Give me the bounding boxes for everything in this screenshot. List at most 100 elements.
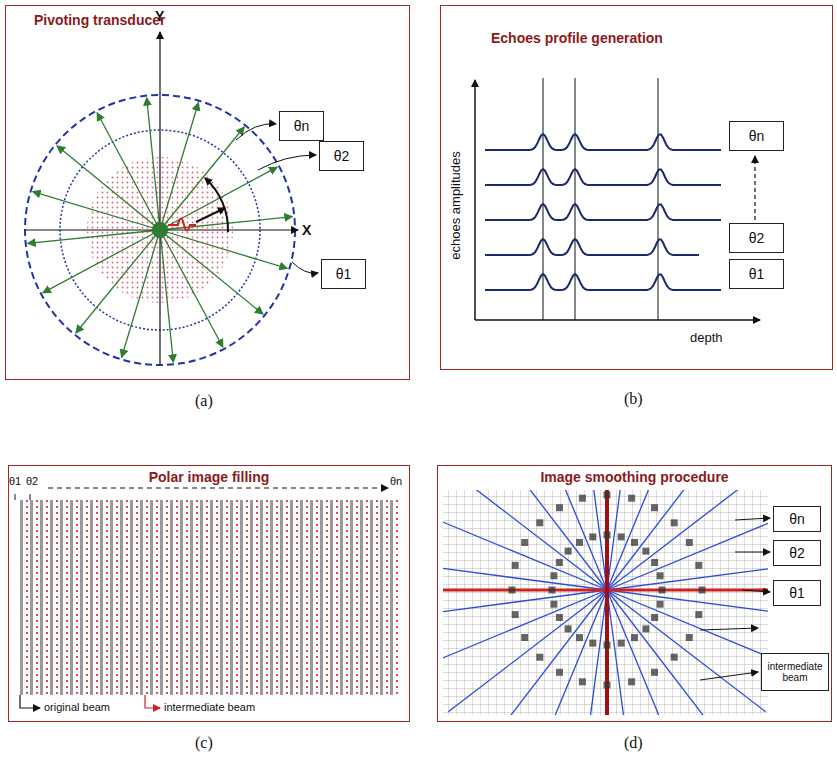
figure-panel: Echoes profile generation θn θ2 θ1 xyxy=(440,5,833,370)
sample-point xyxy=(556,669,563,676)
sample-point xyxy=(604,682,611,689)
radial-beam xyxy=(448,490,607,590)
sample-point xyxy=(579,495,586,502)
label-box: θ1 xyxy=(729,259,784,289)
radial-beam xyxy=(581,490,607,590)
beam-arrow xyxy=(97,113,160,230)
subfigure-caption: (b) xyxy=(624,390,643,408)
sample-point xyxy=(631,634,638,641)
axis-label: X xyxy=(302,222,311,238)
beam-arrow xyxy=(160,167,277,230)
radial-beam xyxy=(607,590,768,667)
sample-point xyxy=(618,640,625,647)
sample-point xyxy=(579,678,586,685)
box-label: θ2 xyxy=(789,545,805,561)
sample-point xyxy=(512,562,519,569)
label-box: θ2 xyxy=(319,141,364,171)
beam-arrow xyxy=(33,192,160,230)
box-label: θ2 xyxy=(334,148,350,164)
sample-point xyxy=(659,587,666,594)
sample-point xyxy=(550,601,557,608)
sample-point xyxy=(521,539,528,546)
axis-title: echoes amplitudes xyxy=(448,151,463,259)
beam-label: θn xyxy=(390,475,402,487)
sample-point xyxy=(556,614,563,621)
sample-point xyxy=(589,533,596,540)
radial-beam xyxy=(581,590,607,715)
radial-beam xyxy=(531,590,608,715)
radial-beam xyxy=(607,490,766,590)
sample-point xyxy=(651,504,658,511)
sample-point xyxy=(604,492,611,499)
sample-point xyxy=(657,601,664,608)
sample-point xyxy=(657,572,664,579)
sample-point xyxy=(631,539,638,546)
radial-beam xyxy=(607,564,768,590)
radial-beam xyxy=(485,490,607,590)
sample-point xyxy=(695,562,702,569)
radial-beam xyxy=(607,590,684,715)
box-label: θn xyxy=(749,128,765,144)
subfigure-caption: (d) xyxy=(624,734,643,752)
sample-point xyxy=(642,548,649,555)
sample-point xyxy=(651,614,658,621)
echo-trace xyxy=(485,169,721,185)
radial-beam xyxy=(607,590,633,715)
beam-label: original beam xyxy=(44,701,110,713)
sample-point xyxy=(576,634,583,641)
beam-arrow xyxy=(43,230,160,293)
echo-trace xyxy=(485,274,721,290)
sample-point xyxy=(628,678,635,685)
sample-point xyxy=(671,519,678,526)
subfigure-caption: (c) xyxy=(195,734,213,752)
radial-beam xyxy=(607,590,729,715)
sample-point xyxy=(536,519,543,526)
box-label: θ1 xyxy=(336,266,352,282)
sample-point xyxy=(604,532,611,539)
label-box: θ2 xyxy=(773,540,821,566)
beam-arrow xyxy=(160,103,198,230)
radial-beam xyxy=(443,590,607,616)
box-label: θn xyxy=(294,118,310,134)
sample-point xyxy=(651,559,658,566)
radial-beam xyxy=(485,590,607,715)
sample-point xyxy=(556,504,563,511)
sample-point xyxy=(686,539,693,546)
beam-label: intermediate beam xyxy=(164,701,255,713)
beam-arrow xyxy=(160,230,263,314)
sample-point xyxy=(618,533,625,540)
sample-point xyxy=(651,669,658,676)
panel-title: Pivoting transducer xyxy=(34,12,165,28)
panel-title: Polar image filling xyxy=(9,469,409,485)
sample-point xyxy=(642,625,649,632)
radial-beam xyxy=(443,514,607,591)
figure-panel: Polar image filling xyxy=(8,465,410,722)
label-box: θn xyxy=(279,111,324,141)
sample-point xyxy=(549,587,556,594)
beam-arrow xyxy=(57,146,160,230)
beam-arrow xyxy=(122,230,160,357)
radial-beam xyxy=(443,590,607,667)
sample-point xyxy=(589,640,596,647)
radial-beam xyxy=(443,564,607,590)
subfigure-caption: (a) xyxy=(195,392,213,410)
radial-beam xyxy=(607,590,768,616)
sample-point xyxy=(565,625,572,632)
label-box: θ2 xyxy=(729,223,784,253)
sample-point xyxy=(536,654,543,661)
echo-trace xyxy=(485,239,699,255)
sample-point xyxy=(699,587,706,594)
label-box: intermediate beam xyxy=(761,653,829,691)
echo-trace xyxy=(485,134,721,150)
sample-point xyxy=(628,495,635,502)
beam-label: θ1 xyxy=(9,475,21,487)
box-label: θ1 xyxy=(789,585,805,601)
beam-label: θ2 xyxy=(26,475,38,487)
beam-arrow xyxy=(160,127,244,230)
panel-title: Echoes profile generation xyxy=(491,30,663,46)
sample-point xyxy=(565,548,572,555)
beam-arrow xyxy=(160,230,223,347)
radial-beam xyxy=(607,490,729,590)
sample-point xyxy=(550,572,557,579)
